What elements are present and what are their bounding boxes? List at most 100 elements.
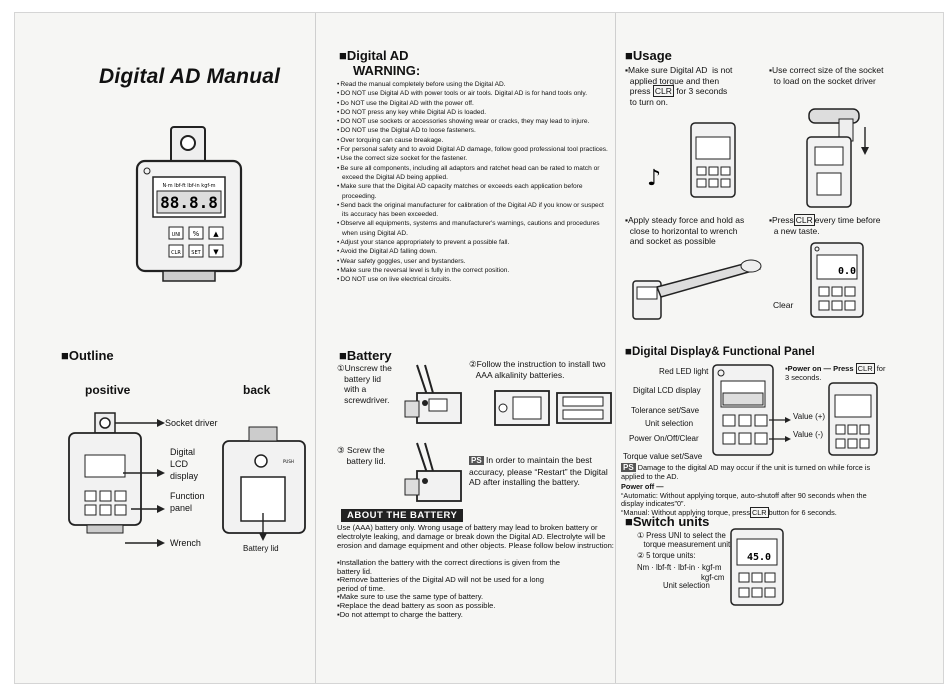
power-on-text-b: for 3 seconds. xyxy=(785,364,886,382)
clr-key: CLR xyxy=(793,214,815,226)
power-off-note: Power off — “Automatic: Without applying… xyxy=(621,482,891,518)
manual-sheet: Digital AD Manual 88.8.8 N·m lbf-ft lbf-… xyxy=(14,12,944,684)
function-panel-label: Function panel xyxy=(170,491,205,513)
ps-text: In order to maintain the best accuracy, … xyxy=(469,455,608,487)
power-off-manual-b: button for 6 seconds. xyxy=(768,507,837,517)
set-button-label: SET xyxy=(191,250,201,256)
power-on-text-a: ▪Power on — Press xyxy=(785,364,854,373)
switch-step-2: ② 5 torque units: xyxy=(637,551,696,560)
red-led-label: Red LED light xyxy=(659,367,709,376)
about-battery-text: Use (AAA) battery only. Wrong usage of b… xyxy=(337,523,614,550)
power-on-device-icon: ♪ xyxy=(647,122,736,198)
about-battery-bar: ABOUT THE BATTERY xyxy=(341,509,464,522)
warning-item: Over torquing can cause breakage. xyxy=(337,136,609,145)
display-ps-note: PS Damage to the digital AD may occur if… xyxy=(621,463,883,481)
battery-heading: ■Battery xyxy=(339,348,392,363)
value-plus-label: Value (+) xyxy=(793,412,826,421)
panel-usage-display: ■Usage ▪Make sure Digital AD is not appl… xyxy=(617,13,943,683)
display-panel-heading: ■Digital Display& Functional Panel xyxy=(625,346,815,358)
ps-tag: PS xyxy=(469,456,484,465)
usage4-text-a: ▪Press xyxy=(769,215,794,225)
lcd-label: Digital LCD display xyxy=(633,386,701,395)
torque-label: Torque value set/Save xyxy=(623,452,703,461)
warning-heading: WARNING: xyxy=(353,63,421,78)
back-label: back xyxy=(243,383,271,397)
lcd-switch: 45.0 xyxy=(747,552,771,563)
warning-item: Make sure that the Digital AD capacity m… xyxy=(337,182,609,201)
warning-item: Wear safety goggles, user and bystanders… xyxy=(337,257,609,266)
battery-tip: ▪Remove batteries of the Digital AD will… xyxy=(337,575,544,593)
device-illustration: 88.8.8 N·m lbf-ft lbf-in kgf-m UNI % ▲ C… xyxy=(135,126,243,282)
ps-tag: PS xyxy=(621,463,636,472)
clr-key: CLR xyxy=(652,85,674,97)
push-label: PUSH xyxy=(283,459,294,464)
power-on-small-device-icon xyxy=(828,382,878,456)
usage-heading: ■Usage xyxy=(625,48,672,63)
power-off-auto: “Automatic: Without applying torque, aut… xyxy=(621,490,867,509)
warning-item: DO NOT use the Digital AD to loose faste… xyxy=(337,126,609,135)
battery-step-3: ③ Screw the battery lid. xyxy=(337,445,386,466)
battery-install-illustration xyxy=(494,390,612,426)
clear-label: Clear xyxy=(773,300,794,310)
warning-item: Be sure all components, including all ad… xyxy=(337,164,609,183)
positive-device-icon xyxy=(68,412,142,534)
down-button-label: ▼ xyxy=(213,248,219,256)
power-off-manual-a: “Manual: Without applying torque, press xyxy=(621,507,750,517)
about-battery-list: ▪Installation the battery with the corre… xyxy=(337,558,567,619)
wrench-label: Wrench xyxy=(170,538,201,548)
lcd-header: N·m lbf-ft lbf-in kgf-m xyxy=(162,183,215,189)
units-line-2: kgf-cm xyxy=(701,573,725,582)
usage4-text-b: every time before a new taste. xyxy=(773,215,881,236)
warning-item: Avoid the Digital AD falling down. xyxy=(337,247,609,256)
warning-item: Send back the original manufacturer for … xyxy=(337,201,609,220)
battery-step-1: ①Unscrew the battery lid with a screwdri… xyxy=(337,363,392,405)
tolerance-label: Tolerance set/Save xyxy=(631,406,700,415)
usage-step-1: ▪Make sure Digital AD is not applied tor… xyxy=(625,65,765,107)
switch-units-heading: ■Switch units xyxy=(625,514,710,529)
clr-key: CLR xyxy=(855,363,875,374)
function-panel-device-icon xyxy=(712,364,791,456)
music-note-icon: ♪ xyxy=(647,166,661,191)
uni-button-label: UNI xyxy=(172,232,181,238)
manual-title: Digital AD Manual xyxy=(99,65,281,88)
warning-item: DO NOT use on live electrical circuits. xyxy=(337,275,609,284)
clr-key: CLR xyxy=(749,506,769,518)
warning-item: DO NOT use sockets or accessories showin… xyxy=(337,117,609,126)
battery-tip: ▪Replace the dead battery as soon as pos… xyxy=(337,600,496,610)
clear-device-icon: 0.0 xyxy=(810,242,864,318)
unit-selection-label: Unit selection xyxy=(645,419,694,428)
warning-item: Make sure the reversal level is fully in… xyxy=(337,266,609,275)
warning-item: DO NOT press any key while Digital AD is… xyxy=(337,108,609,117)
usage1-text-a: ▪Make sure Digital AD is not applied tor… xyxy=(625,65,733,96)
outline-heading: ■Outline xyxy=(61,348,114,363)
power-label: Power On/Off/Clear xyxy=(629,434,699,443)
usage-step-2: ▪Use correct size of the socket to load … xyxy=(769,65,884,86)
warning-list: Read the manual completely before using … xyxy=(337,80,609,285)
battery-step-2: ②Follow the instruction to install two A… xyxy=(469,359,606,380)
unscrew-illustration xyxy=(404,364,462,424)
battery-ps-note: PS In order to maintain the best accurac… xyxy=(469,455,613,488)
battery-lid-label: Battery lid xyxy=(243,544,279,553)
value-minus-label: Value (-) xyxy=(793,430,824,439)
unit-selection-switch-label: Unit selection xyxy=(663,581,710,590)
units-line-1: Nm · lbf-ft · lbf-in · kgf-m xyxy=(637,563,722,572)
fold-line xyxy=(315,13,316,683)
up-button-label: ▲ xyxy=(213,230,219,238)
back-device-icon: PUSH xyxy=(222,426,306,541)
positive-label: positive xyxy=(85,383,131,397)
warning-item: Adjust your stance appropriately to prev… xyxy=(337,238,609,247)
switch-units-device-icon: 45.0 xyxy=(730,528,784,606)
lcd-display-label: Digital LCD display xyxy=(170,447,199,481)
panel-outline: Digital AD Manual 88.8.8 N·m lbf-ft lbf-… xyxy=(15,13,306,683)
usage1-text-b: for 3 seconds to turn on. xyxy=(629,86,728,107)
warning-item: DO NOT use Digital AD with power tools o… xyxy=(337,89,609,98)
socket-driver-illustration xyxy=(806,108,869,208)
warning-item: Observe all equipments, systems and manu… xyxy=(337,219,609,238)
warning-item: Do NOT use the Digital AD with the power… xyxy=(337,99,609,108)
socket-driver-label: Socket driver xyxy=(165,418,218,428)
lcd-zero: 0.0 xyxy=(838,266,856,277)
lcd-digits: 88.8.8 xyxy=(160,193,218,212)
wrench-illustration xyxy=(632,259,762,320)
